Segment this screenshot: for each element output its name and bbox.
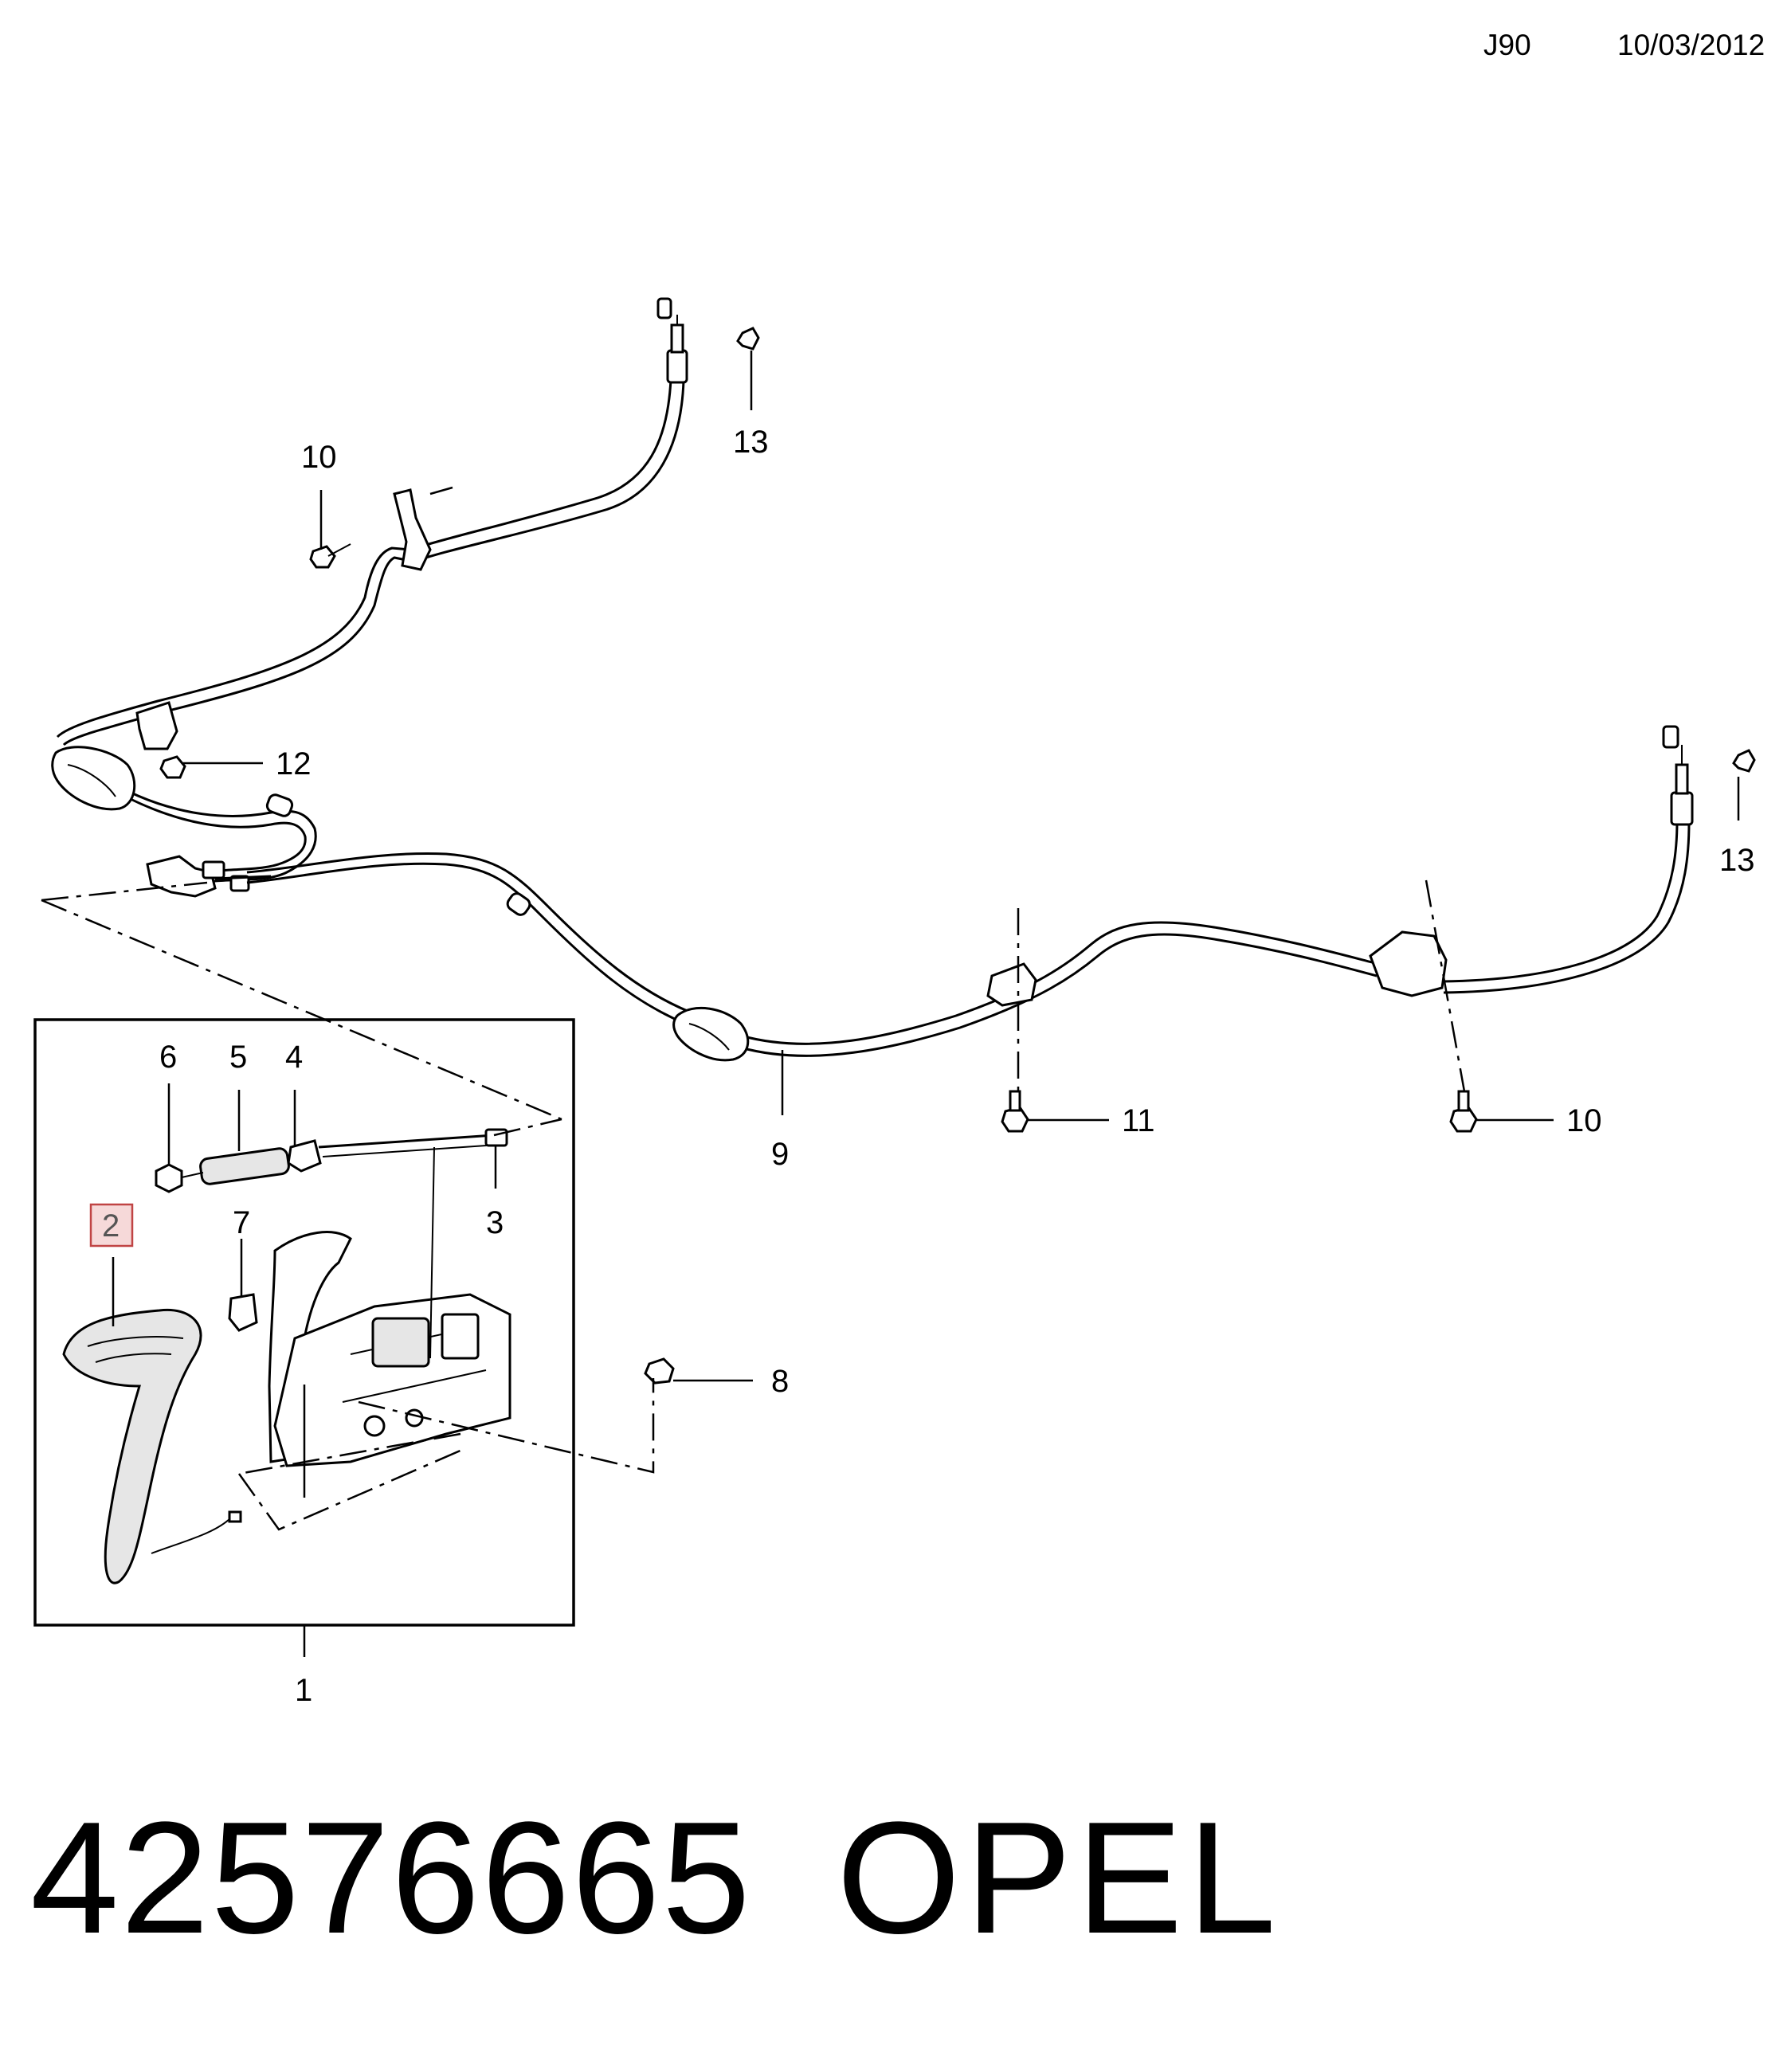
header-diagram-code: J90 <box>1483 29 1531 61</box>
callout-7: 7 <box>233 1205 250 1240</box>
fasteners <box>159 327 1756 1385</box>
callout-4: 4 <box>285 1040 303 1075</box>
header-date: 10/03/2012 <box>1617 29 1766 61</box>
callout-13-upper: 13 <box>733 425 769 460</box>
footer-part-number: 42576665 <box>30 1789 752 1967</box>
callout-11: 11 <box>1122 1103 1155 1138</box>
callout-5: 5 <box>229 1040 247 1075</box>
cable-equalizer <box>146 855 272 898</box>
brake-lever-assembly <box>62 1128 511 1584</box>
callout-9: 9 <box>771 1137 789 1172</box>
callout-1: 1 <box>295 1673 312 1708</box>
callout-3: 3 <box>486 1205 504 1240</box>
callout-10-right: 10 <box>1566 1103 1602 1138</box>
callout-labels: 10 13 9 13 11 10 9 8 6 5 4 3 7 1 12 2 <box>89 425 1755 1708</box>
right-rear-cable <box>246 725 1694 1062</box>
reference-lines <box>41 486 1466 1531</box>
leader-lines <box>112 351 1740 1657</box>
callout-2-highlight-box <box>89 1203 134 1248</box>
callout-8: 8 <box>771 1364 789 1399</box>
callout-2: 2 <box>102 1208 120 1244</box>
callout-10-upper: 10 <box>301 440 337 475</box>
callout-13-right: 13 <box>1719 843 1755 878</box>
footer-brand: OPEL <box>837 1789 1281 1967</box>
callout-6: 6 <box>159 1040 177 1075</box>
callout-12-label: 12 <box>276 746 312 781</box>
left-rear-cable <box>51 297 688 886</box>
